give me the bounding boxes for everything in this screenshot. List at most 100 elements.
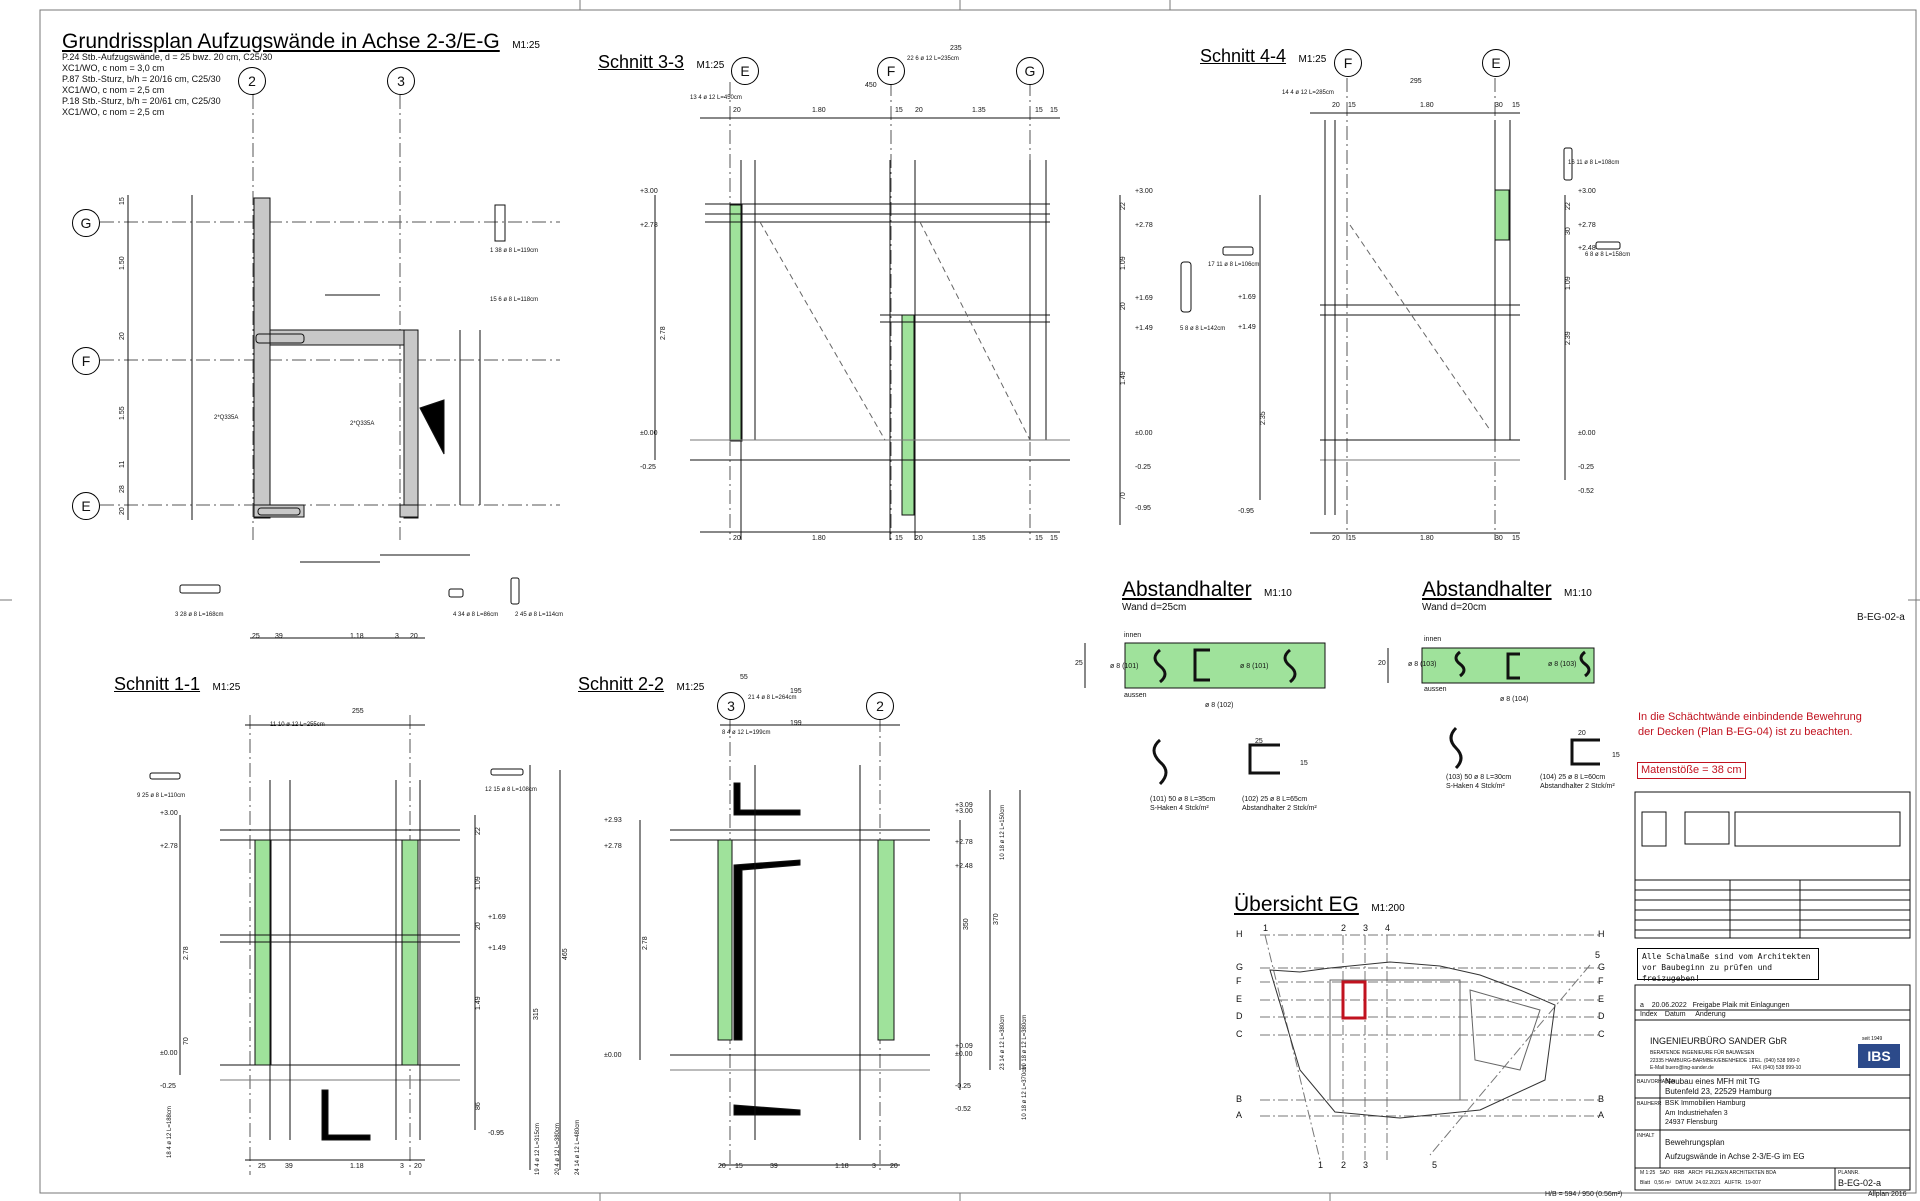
dimension-label: 2.35 — [1260, 411, 1267, 425]
foot-arch: PELZKEN ARCHITEKTEN BDA — [1705, 1170, 1777, 1176]
level-label: +1.69 — [488, 914, 506, 921]
schnitt33-scale: M1:25 — [696, 60, 725, 71]
dimension-label: 30 — [1495, 102, 1503, 109]
project-label: BAUVORHABEN — [1637, 1079, 1676, 1085]
client-label: BAUHERR — [1637, 1101, 1662, 1107]
revision-row: a 20.06.2022 Freigabe Plaik mit Einlagun… — [1640, 1002, 1789, 1009]
dimension-label: 20 — [410, 633, 418, 640]
leg-no: 104 — [1542, 774, 1555, 781]
level-label: ±0.00 — [1135, 430, 1153, 437]
dimension-label: 1.09 — [1120, 256, 1127, 270]
level-label: -0.25 — [640, 464, 656, 471]
axis-bubble: F — [72, 347, 100, 375]
dimension-label: 1.80 — [1420, 102, 1434, 109]
dimension-label: 1.80 — [812, 107, 826, 114]
axis-label: B — [1598, 1094, 1605, 1104]
schnitt33-title-text: Schnitt 3-3 — [598, 52, 685, 72]
grundriss-notes: P.24 Stb.-Aufzugswände, d = 25 bwz. 20 c… — [62, 52, 272, 118]
revision-head: Index Datum Änderung — [1640, 1011, 1726, 1018]
dimension-label: 15 — [1050, 535, 1058, 542]
ibs-logo-text: IBS — [1867, 1048, 1891, 1064]
leg-sub: Abstandhalter 2 Stck/m² — [1540, 783, 1615, 790]
level-label: -0.25 — [1135, 464, 1151, 471]
bar-dia: ø 8 — [1500, 696, 1511, 703]
red-note-line-1: In die Schächtwände einbindende Bewehrun… — [1638, 711, 1862, 723]
dimension-label: 2.78 — [660, 326, 667, 340]
dimension-label: 39 — [770, 1163, 778, 1170]
dimension-label: 1.18 — [835, 1163, 849, 1170]
dimension-label: 20 — [1332, 102, 1340, 109]
level-label: +2.48 — [955, 863, 973, 870]
axis-bubble: 2 — [866, 692, 894, 720]
dimension-label: 1.49 — [475, 996, 482, 1010]
bar-ref: 102 — [1219, 702, 1232, 709]
axis-bubble: F — [1334, 49, 1362, 77]
abstand20-leg-2: (104) 25 ø 8 L=60cm Abstandhalter 2 Stck… — [1540, 774, 1615, 790]
leg-sub: Abstandhalter 2 Stck/m² — [1242, 805, 1317, 812]
dimension-label: 30 — [1495, 535, 1503, 542]
bar-ref: 104 — [1514, 696, 1527, 703]
dimension-label: 315 — [533, 1008, 540, 1020]
dimension-label: 55 — [740, 674, 748, 681]
abstand20-leg-1: (103) 50 ø 8 L=30cm S-Haken 4 Stck/m² — [1446, 774, 1512, 790]
level-label: +3.09 — [955, 802, 973, 809]
uebersicht-title-text: Übersicht EG — [1234, 893, 1359, 916]
abstand25-bar-b: ø 8 (101) — [1240, 663, 1269, 670]
schnitt-2-2 — [639, 718, 1021, 1170]
rev-date: 20.06.2022 — [1651, 1002, 1687, 1009]
note-line: P.18 Stb.-Sturz, b/h = 20/61 cm, C25/30 — [62, 96, 221, 106]
dimension-label: 1.09 — [475, 876, 482, 890]
level-label: -0.95 — [1135, 505, 1151, 512]
dimension-label: 22 — [1120, 202, 1127, 210]
dimension-label: 11 — [119, 460, 126, 468]
axis-label: 2 — [1341, 1160, 1347, 1170]
rev-change: Freigabe Plaik mit Einlagungen — [1692, 1002, 1790, 1009]
note-line: P.24 Stb.-Aufzugswände, d = 25 bwz. 20 c… — [62, 52, 273, 62]
dimension-label: 3 — [395, 633, 399, 640]
leg-sub: S-Haken 4 Stck/m² — [1150, 805, 1209, 812]
level-label: -0.25 — [1578, 464, 1594, 471]
dimension-label: 20 — [1332, 535, 1340, 542]
level-label: +1.69 — [1135, 295, 1153, 302]
bar-mark: 19 4 ø 12 L=315cm — [535, 1123, 541, 1175]
bar-mark: 14 4 ø 12 L=285cm — [1282, 90, 1334, 96]
dimension-label: 1.35 — [972, 107, 986, 114]
rev-head-index: Index — [1640, 1011, 1658, 1018]
dimension-label: 370 — [993, 913, 1000, 925]
schalmasse-note: Alle Schalmaße sind vom Architekten vor … — [1637, 948, 1819, 983]
abstand20-dim-b: 20 — [1578, 730, 1586, 737]
dimension-label: 295 — [1410, 78, 1422, 85]
schnitt44-title-text: Schnitt 4-4 — [1200, 46, 1287, 66]
dimension-label: 15 — [895, 535, 903, 542]
abstand25-inner: innen — [1124, 632, 1142, 639]
level-label: ±0.00 — [604, 1052, 622, 1059]
dimension-label: 1.55 — [119, 406, 126, 420]
axis-label: D — [1236, 1011, 1243, 1021]
abstand25-title-text: Abstandhalter — [1122, 578, 1252, 601]
foot-scale: M 1:25 — [1640, 1170, 1656, 1176]
bar-mark: 16 11 ø 8 L=108cm — [1568, 160, 1620, 166]
bar-ref: 101 — [1124, 663, 1137, 670]
schnitt22-scale: M1:25 — [676, 682, 705, 693]
rev-head-change: Änderung — [1695, 1011, 1726, 1018]
foot-job-label: AUFTR. — [1724, 1180, 1743, 1186]
bar-mark: 1 38 ø 8 L=119cm — [490, 248, 539, 254]
dimension-label: 235 — [950, 45, 962, 52]
foot-sheet: Blatt — [1640, 1180, 1651, 1186]
dimension-label: 3 — [400, 1163, 404, 1170]
bar-mark: 2 45 ø 8 L=114cm — [515, 612, 564, 618]
schnitt-1-1 — [149, 715, 561, 1175]
dimension-label: 70 — [1120, 492, 1127, 500]
axis-bubble: G — [72, 209, 100, 237]
schnitt44-title: Schnitt 4-4 M1:25 — [1200, 46, 1326, 67]
bar-mark: 20 4 ø 12 L=380cm — [555, 1123, 561, 1175]
foot-area: 0,56 m² — [1654, 1180, 1672, 1186]
dimension-label: 199 — [790, 720, 802, 727]
footer-row-1: M 1:25 SAD RRB ARCH PELZKEN ARCHITEKTEN … — [1640, 1170, 1776, 1176]
grundriss-plan — [100, 95, 560, 639]
abstand20-title-text: Abstandhalter — [1422, 578, 1552, 601]
axis-label: 4 — [1385, 923, 1391, 933]
schnitt22-title: Schnitt 2-2 M1:25 — [578, 674, 704, 695]
dimension-label: 25 — [252, 633, 260, 640]
dimension-label: 1.09 — [1565, 276, 1572, 290]
